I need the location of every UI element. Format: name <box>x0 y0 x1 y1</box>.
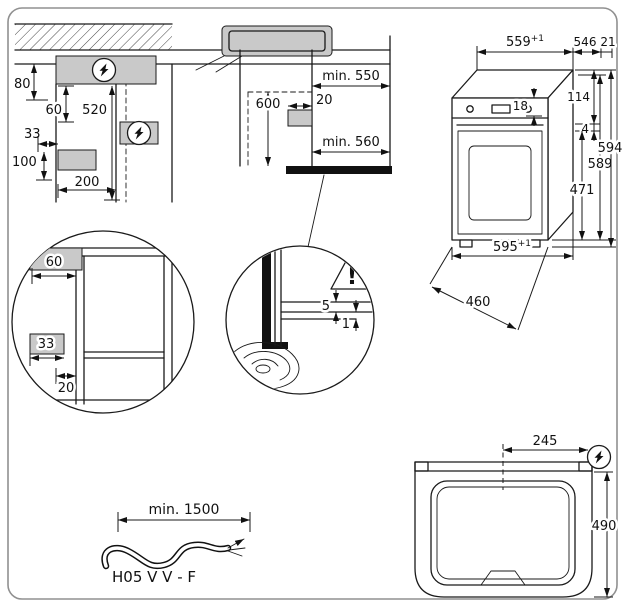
detail-gap-content: 5 1 ! <box>231 249 373 390</box>
dim-label: 20 <box>58 381 75 396</box>
dim-label: 1 <box>342 317 350 332</box>
oven-foot <box>527 239 541 248</box>
dim-label: 546 <box>574 35 597 49</box>
dim-label: 33 <box>38 337 55 352</box>
dim-label: 18 <box>513 99 528 113</box>
dim-label: 600 <box>256 97 281 112</box>
plinth-band <box>286 166 392 174</box>
dim-18: 18 <box>510 88 542 126</box>
detail-left-content: 60 33 20 <box>13 247 191 405</box>
dim-21: 21 <box>598 33 618 53</box>
dim-label: 200 <box>75 175 100 190</box>
dim-label: 490 <box>592 519 617 534</box>
dim-label: 471 <box>570 183 595 198</box>
panel-section <box>262 250 271 346</box>
wood-grain <box>243 351 291 381</box>
cable-wire <box>227 538 245 549</box>
dim-label: 594 <box>598 141 623 156</box>
wall-hatch <box>15 24 172 50</box>
dim-min-550: min. 550 <box>312 67 390 89</box>
oven-door <box>457 130 543 235</box>
dim-595: 595+1 <box>452 237 573 259</box>
dim-label: 80 <box>14 77 31 92</box>
oven-window <box>468 145 532 221</box>
dim-label: 114 <box>567 90 590 104</box>
dim-559: 559+1 <box>477 32 573 55</box>
dim-label: 4 <box>581 122 589 136</box>
dim-label: 33 <box>24 127 41 142</box>
dim-20-detail: 20 <box>55 368 77 399</box>
dim-label: 245 <box>533 434 558 449</box>
dim-200: 200 <box>57 173 116 198</box>
dim-80: 80 <box>14 64 48 101</box>
cable-wire <box>227 550 243 557</box>
oven-foot <box>459 239 473 248</box>
scene-cabinet-niche: min. 550 600 20 min. 560 <box>195 25 392 248</box>
dim-label: 589 <box>588 157 613 172</box>
dim-60-detail: 60 <box>31 253 76 284</box>
dim-471: 471 <box>567 131 597 240</box>
dim-245: 245 <box>503 432 588 453</box>
dim-label: 60 <box>46 255 63 270</box>
scene-kitchen-left: 80 60 520 33 100 200 <box>12 23 391 203</box>
warning-exclamation: ! <box>347 264 358 290</box>
dim-100: 100 <box>12 152 52 181</box>
dim-label: 520 <box>82 103 107 118</box>
scene-top-view: 245 490 <box>414 432 619 598</box>
cable-wire <box>228 547 246 551</box>
dim-1: 1 <box>339 300 359 335</box>
dim-60: 60 <box>43 85 74 123</box>
outlet-zone-detail-b <box>29 333 65 355</box>
cable-type-label: H05 V V - F <box>112 568 196 586</box>
dim-600: 600 <box>253 92 283 166</box>
rear-corner-block <box>414 461 429 472</box>
lightning-icon <box>586 444 612 470</box>
dim-520: 520 <box>80 86 120 201</box>
dim-5: 5 <box>319 290 339 324</box>
dim-label: 460 <box>466 295 491 310</box>
dim-min-1500: min. 1500 <box>117 500 251 532</box>
detail-leader <box>307 174 325 248</box>
dim-589: 589 <box>585 75 615 240</box>
dim-label: 559+1 <box>506 34 544 50</box>
oven-display <box>491 104 511 114</box>
wood-knot <box>255 364 271 374</box>
dim-label: min. 1500 <box>149 502 220 518</box>
dim-546: 546 <box>571 33 601 55</box>
dim-label: min. 560 <box>322 135 380 150</box>
dim-label: 595+1 <box>493 239 531 255</box>
dim-114: 114 <box>565 70 597 124</box>
dim-label: 21 <box>600 35 615 49</box>
front-notch <box>480 570 526 586</box>
dim-33: 33 <box>24 127 58 152</box>
dim-460: 460 <box>431 286 517 330</box>
oven-knob <box>524 105 532 113</box>
wood-grain <box>251 358 279 367</box>
detail-circle-gap: 5 1 ! <box>225 245 375 395</box>
outlet-zone-c <box>57 149 97 171</box>
lightning-icon <box>91 57 117 83</box>
dim-594: 594 <box>595 70 625 247</box>
scene-cable: min. 1500 H05 V V - F <box>101 500 251 586</box>
dim-20-niche: 20 <box>288 91 335 111</box>
niche-outlet-zone <box>287 109 313 127</box>
dim-label: min. 550 <box>322 69 380 84</box>
dim-label: 5 <box>322 299 330 314</box>
oven-plan-outline <box>414 461 593 598</box>
dim-490: 490 <box>589 471 619 598</box>
dim-33-detail: 33 <box>29 335 64 366</box>
hob-cutout <box>221 25 333 57</box>
oven-knob <box>466 105 474 113</box>
dim-label: 100 <box>12 155 37 170</box>
dim-min-560: min. 560 <box>312 133 390 155</box>
lightning-icon <box>126 120 152 146</box>
dim-label: 60 <box>45 103 62 118</box>
dim-label: 20 <box>316 93 333 108</box>
detail-circle <box>225 245 375 395</box>
scene-oven-3d: 559+1 546 21 18 114 4 471 <box>429 32 625 331</box>
detail-circle-left: 60 33 20 <box>11 230 195 414</box>
